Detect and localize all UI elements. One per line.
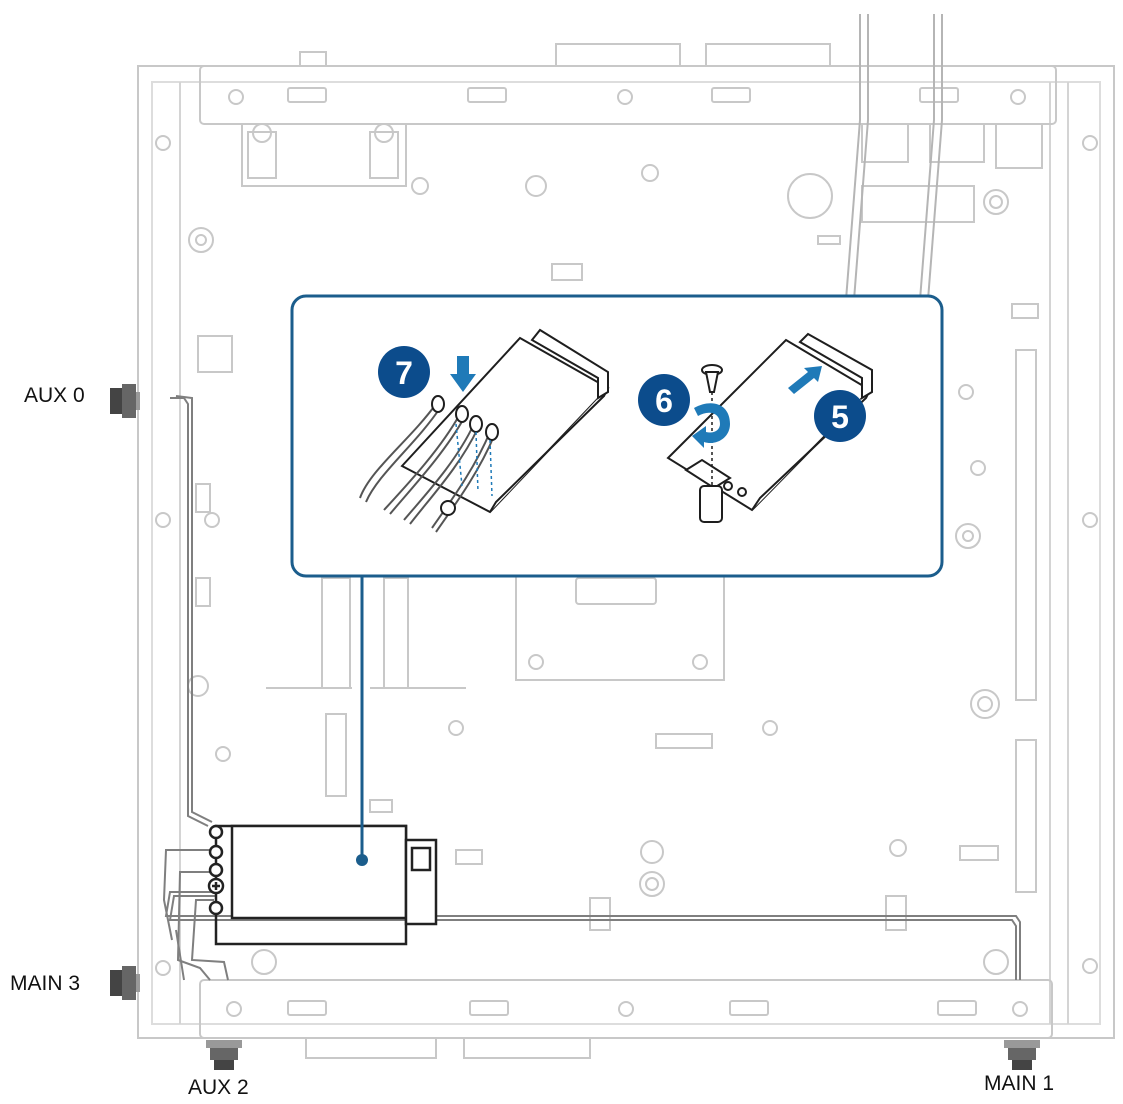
label-aux-2: AUX 2	[188, 1076, 249, 1099]
bottom-bracket	[199, 979, 1053, 1039]
step-badge-7: 7	[378, 346, 430, 398]
step-badge-6: 6	[638, 374, 690, 426]
label-aux-0: AUX 0	[24, 384, 85, 407]
wifi-module-installed	[207, 824, 438, 946]
chassis	[137, 43, 1115, 1059]
upper-antenna-cables	[845, 14, 943, 301]
rotate-clockwise-icon	[692, 403, 730, 448]
antenna-connector-main-1	[1004, 1040, 1040, 1070]
arrow-down-icon	[450, 356, 476, 392]
antenna-connector-aux-2	[206, 1040, 242, 1070]
label-main-3: MAIN 3	[10, 972, 81, 995]
antenna-connector-aux-0	[110, 384, 140, 418]
step-6-number: 6	[655, 383, 673, 419]
step-7-number: 7	[395, 355, 413, 391]
detail-connect-antenna-cables	[359, 328, 610, 533]
step-5-number: 5	[831, 399, 849, 435]
label-main-1: MAIN 1	[984, 1072, 1055, 1095]
antenna-connector-main-3	[110, 966, 140, 1000]
callout-leader	[356, 574, 368, 866]
step-badge-5: 5	[814, 390, 866, 442]
arrow-insert-icon	[788, 366, 822, 394]
antenna-cables	[162, 395, 1021, 981]
top-bracket	[199, 65, 1057, 125]
